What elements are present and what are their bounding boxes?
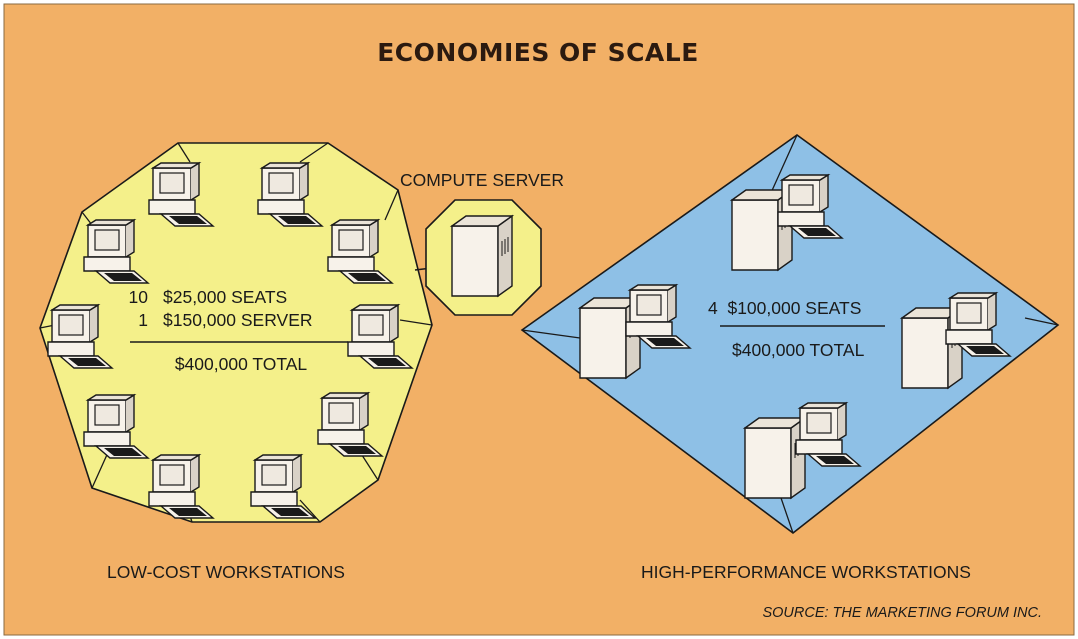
high-perf-total: $400,000 TOTAL	[732, 340, 865, 360]
server-tower-icon	[451, 215, 513, 297]
low-cost-caption: LOW-COST WORKSTATIONS	[107, 562, 345, 582]
workstation-tower-icon	[744, 417, 806, 499]
diagram-title: ECONOMIES OF SCALE	[377, 38, 699, 67]
high-perf-caption: HIGH-PERFORMANCE WORKSTATIONS	[641, 562, 971, 582]
low-cost-total: $400,000 TOTAL	[175, 354, 308, 374]
low-cost-server-cost: $150,000 SERVER	[163, 310, 313, 330]
low-cost-seat-count: 10	[129, 287, 149, 307]
low-cost-seat-cost: $25,000 SEATS	[163, 287, 287, 307]
low-cost-server-count: 1	[138, 310, 148, 330]
compute-server-label: COMPUTE SERVER	[400, 170, 564, 190]
source-credit: SOURCE: THE MARKETING FORUM INC.	[762, 605, 1042, 621]
high-perf-spokes	[521, 134, 1059, 534]
high-perf-seat-cost: 4 $100,000 SEATS	[708, 298, 861, 318]
